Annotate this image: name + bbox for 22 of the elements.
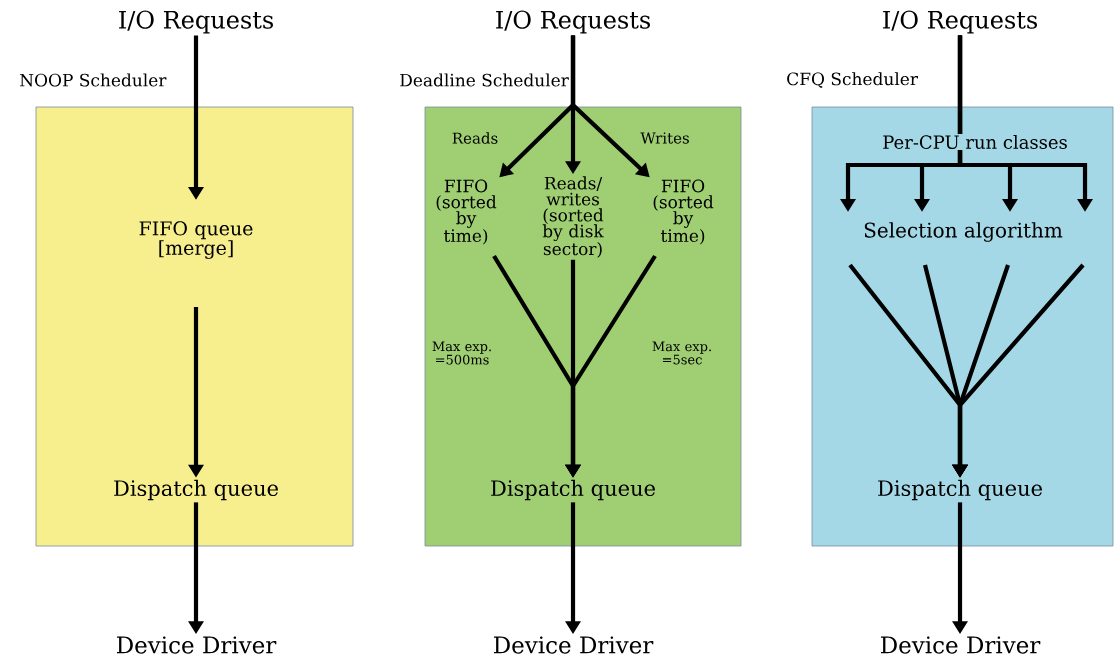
driver-label: Device Driver <box>881 636 1041 654</box>
node-label: NOOP Scheduler <box>20 73 167 87</box>
source-label: I/O Requests <box>883 10 1037 34</box>
driver-label: Device Driver <box>117 636 277 654</box>
source-label: I/O Requests <box>119 10 273 34</box>
queue-label: Dispatch queue <box>878 479 1042 501</box>
queue-label: FIFO (sorted by time) <box>436 179 497 245</box>
queue-label: Dispatch queue <box>114 479 278 501</box>
queue-label: FIFO (sorted by time) <box>653 179 714 245</box>
edge-label: Reads <box>452 132 498 144</box>
driver-label: Device Driver <box>494 636 654 654</box>
queue-label: Reads/ writes (sorted by disk sector) <box>542 176 604 258</box>
edge-label: Max exp. =500ms <box>432 341 491 365</box>
queue-label: Dispatch queue <box>491 479 655 501</box>
source-label: I/O Requests <box>496 10 650 34</box>
run-classes-label: Per-CPU run classes <box>881 134 1069 150</box>
edge-label: Max exp. =5sec <box>652 341 711 365</box>
node-label: Deadline Scheduler <box>400 73 569 87</box>
edge-label: Writes <box>640 132 689 144</box>
algorithm-label: Selection algorithm <box>864 222 1063 242</box>
queue-label: FIFO queue [merge] <box>139 221 253 259</box>
node-label: CFQ Scheduler <box>787 72 918 88</box>
